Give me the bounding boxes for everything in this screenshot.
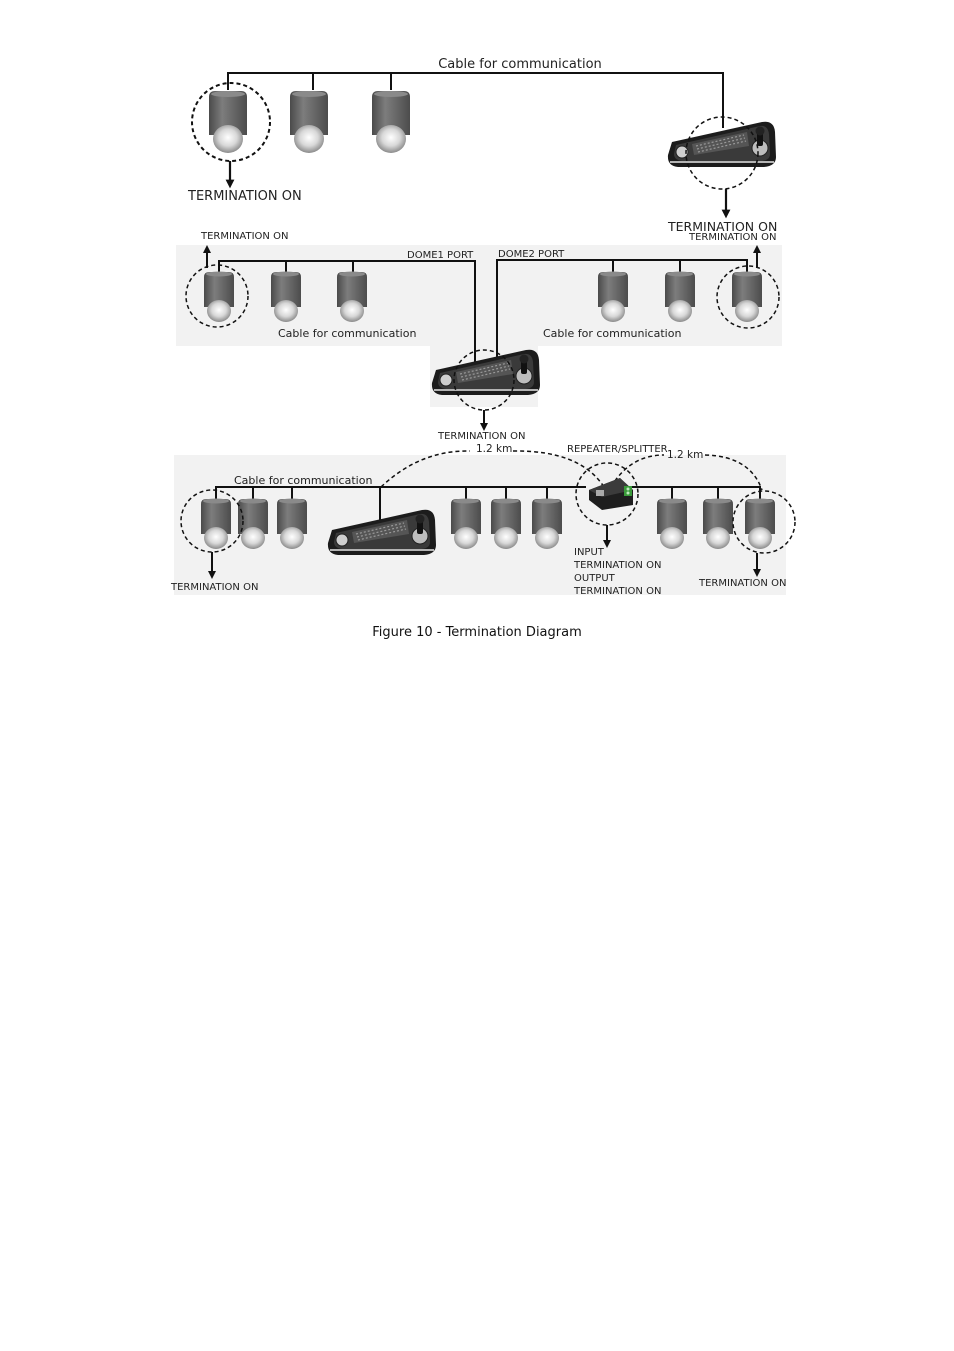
figure-caption: Figure 10 - Termination Diagram: [372, 625, 582, 640]
termination-label: TERMINATION ON: [698, 578, 786, 589]
repeater-label: REPEATER/SPLITTER: [567, 444, 668, 455]
dome-camera: [204, 271, 234, 322]
cable-label: Cable for communication: [278, 327, 416, 340]
distance-indicator: [380, 450, 605, 488]
dome-camera: [703, 498, 733, 549]
dome-camera: [201, 498, 231, 549]
repeater-output-label: OUTPUT: [574, 573, 616, 584]
repeater-input-label: INPUT: [574, 547, 605, 558]
dome-camera: [532, 498, 562, 549]
dome-camera: [337, 271, 367, 322]
termination-marker: [180, 489, 244, 553]
control-keyboard: [667, 120, 777, 168]
termination-marker: [185, 264, 249, 328]
dome-camera: [732, 271, 762, 322]
communication-cable: [227, 72, 724, 128]
termination-marker: [191, 82, 271, 162]
dome-camera: [745, 498, 775, 549]
dome-camera: [290, 91, 328, 153]
dome-camera: [451, 498, 481, 549]
section-3: 1.2 km REPEATER/SPLITTER 1.2 km Cable fo…: [170, 443, 796, 597]
termination-marker: [685, 116, 759, 190]
dome-camera: [665, 271, 695, 322]
dome1-port-label: DOME1 PORT: [407, 250, 474, 261]
termination-label: TERMINATION ON: [667, 219, 777, 234]
distance-label: 1.2 km: [476, 443, 512, 455]
dome-camera: [209, 91, 247, 153]
repeater-splitter: [589, 478, 633, 510]
distance-indicator: [610, 454, 763, 491]
dome-camera: [271, 271, 301, 322]
termination-marker: [716, 265, 780, 329]
termination-label: TERMINATION ON: [688, 232, 776, 243]
dome2-port-label: DOME2 PORT: [498, 249, 565, 260]
termination-marker: [453, 349, 515, 411]
section-2: TERMINATION ON TERMINATION ON DOME1 PORT…: [176, 231, 782, 442]
termination-label: TERMINATION ON: [170, 582, 258, 593]
dome-camera: [277, 498, 307, 549]
repeater-output-termination: TERMINATION ON: [573, 586, 661, 597]
termination-label: TERMINATION ON: [437, 431, 525, 442]
termination-label: TERMINATION ON: [187, 189, 302, 204]
repeater-input-termination: TERMINATION ON: [573, 560, 661, 571]
cable-label: Cable for communication: [543, 327, 681, 340]
dome-camera: [657, 498, 687, 549]
dome-camera: [372, 91, 410, 153]
distance-label: 1.2 km: [667, 449, 703, 461]
dome-camera: [491, 498, 521, 549]
communication-cable: [215, 486, 586, 522]
termination-marker: [575, 462, 639, 526]
termination-marker: [732, 490, 796, 554]
cable-label: Cable for communication: [438, 57, 602, 72]
termination-diagram: Cable for communication TERMINATION ON T…: [170, 57, 796, 597]
termination-label: TERMINATION ON: [200, 231, 288, 242]
section-1: Cable for communication TERMINATION ON T…: [187, 57, 777, 234]
dome-camera: [598, 271, 628, 322]
cable-label: Cable for communication: [234, 474, 372, 487]
